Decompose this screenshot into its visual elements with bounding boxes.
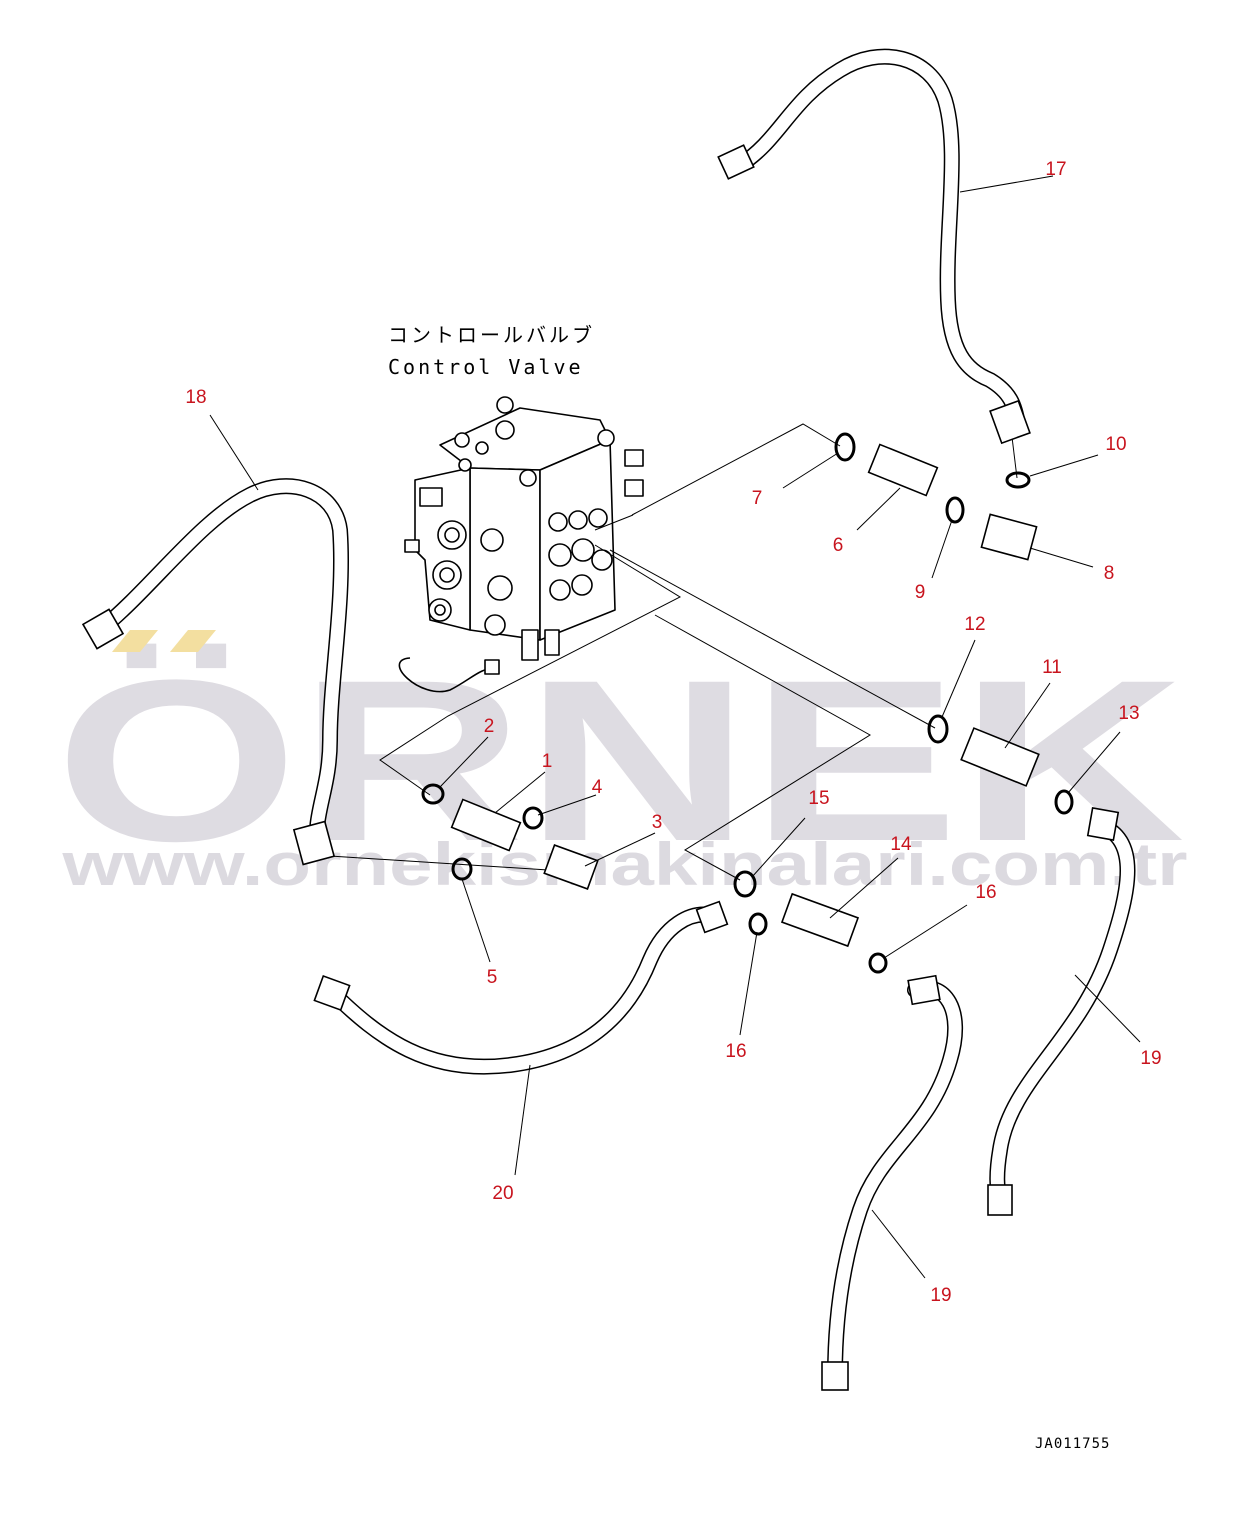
callout-17: 17 — [1045, 159, 1066, 180]
component-title-jp: コントロールバルブ — [388, 323, 595, 347]
watermark-umlaut-right — [170, 630, 216, 652]
hoses — [92, 48, 1136, 1383]
callouts: 1 2 3 4 5 6 7 8 9 10 11 12 13 14 15 16 1… — [185, 159, 1161, 1306]
guide-lines — [329, 423, 1018, 881]
control-valve — [398, 396, 644, 693]
adapters — [450, 443, 1040, 948]
callout-13: 13 — [1118, 703, 1139, 724]
callout-19-lower: 19 — [930, 1285, 951, 1306]
hose-fittings — [81, 144, 1120, 1391]
callout-14: 14 — [890, 834, 912, 855]
callout-20: 20 — [492, 1183, 513, 1204]
callout-4: 4 — [592, 777, 603, 798]
watermark-umlaut-left — [112, 630, 158, 652]
drawing-code: JA011755 — [1035, 1436, 1110, 1452]
adapter-11 — [960, 727, 1040, 787]
elbow-8 — [980, 513, 1038, 561]
callout-15: 15 — [808, 788, 829, 809]
watermark-url: www.ornekismakinalari.com.tr — [61, 831, 1187, 898]
leader-lines — [209, 175, 1141, 1279]
callout-16-left: 16 — [725, 1041, 746, 1062]
adapter-6 — [867, 443, 939, 497]
callout-5: 5 — [487, 967, 498, 988]
callout-1: 1 — [542, 751, 553, 772]
callout-16-right: 16 — [975, 882, 996, 903]
callout-3: 3 — [652, 812, 663, 833]
elbow-3 — [543, 844, 599, 890]
adapter-1 — [450, 798, 522, 852]
callout-9: 9 — [915, 582, 926, 603]
callout-10: 10 — [1105, 434, 1126, 455]
o-rings — [421, 432, 1074, 974]
callout-8: 8 — [1104, 563, 1115, 584]
callout-18: 18 — [185, 387, 206, 408]
callout-11: 11 — [1042, 657, 1062, 678]
callout-2: 2 — [484, 716, 495, 737]
callout-19-right: 19 — [1140, 1048, 1161, 1069]
component-title-en: Control Valve — [388, 355, 584, 379]
hose-19-lower — [827, 980, 963, 1383]
callout-6: 6 — [833, 535, 844, 556]
callout-7: 7 — [752, 488, 763, 509]
callout-12: 12 — [964, 614, 985, 635]
tee-14 — [780, 892, 860, 948]
